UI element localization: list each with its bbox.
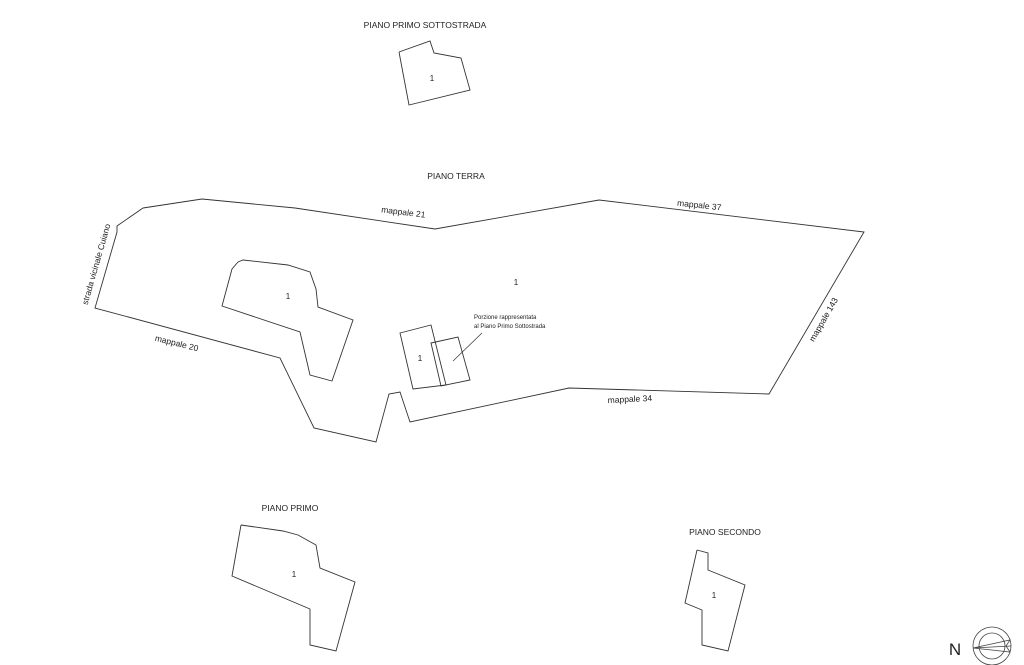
north-letter: N	[949, 640, 961, 659]
secondo-unit-outline	[684, 549, 746, 652]
parcel-label-mappale-21: mappale 21	[381, 204, 427, 219]
title-piano-primo: PIANO PRIMO	[262, 503, 319, 513]
terra-building-outline	[221, 259, 354, 382]
title-piano-primo-sottostrada: PIANO PRIMO SOTTOSTRADA	[364, 20, 487, 30]
note-leader-line	[452, 332, 483, 362]
parcel-label-mappale-37: mappale 37	[677, 198, 722, 213]
sottostrada-unit-number: 1	[430, 74, 435, 83]
parcel-label-mappale-143: mappale 143	[807, 295, 840, 343]
terra-small-building-annex-outline	[430, 336, 471, 387]
note-line-1: Porzione rappresentata	[474, 315, 537, 321]
parcel-label-mappale-20: mappale 20	[154, 333, 200, 354]
parcel-label-mappale-34: mappale 34	[607, 393, 652, 405]
secondo-unit-number: 1	[712, 591, 717, 600]
terra-lot-outline	[94, 198, 865, 443]
note-line-2: al Piano Primo Sottostrada	[474, 324, 546, 330]
primo-unit-outline	[231, 524, 356, 652]
sottostrada-unit-outline	[398, 40, 471, 106]
primo-unit-number: 1	[292, 570, 297, 579]
title-piano-terra: PIANO TERRA	[427, 171, 485, 181]
compass-rose-icon	[972, 626, 1012, 665]
title-piano-secondo: PIANO SECONDO	[689, 527, 761, 537]
terra-building-number: 1	[286, 292, 291, 301]
terra-small-building-number: 1	[418, 354, 423, 363]
terra-lot-number: 1	[514, 278, 519, 287]
